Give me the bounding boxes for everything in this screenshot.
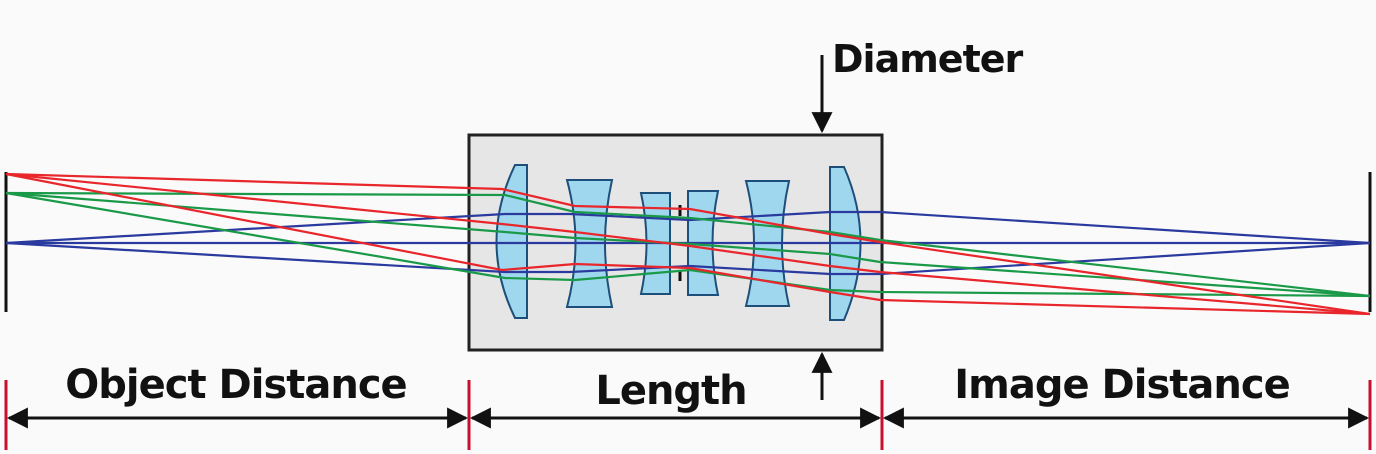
ray-red-3 — [5, 172, 1371, 316]
ray-green-2 — [5, 191, 1371, 298]
rays-green — [5, 191, 1371, 298]
ray-green-3 — [5, 191, 1371, 298]
length-label: Length — [595, 368, 746, 414]
ray-blue-1 — [5, 210, 1371, 245]
ray-green-1 — [5, 191, 1371, 298]
dimension-ticks — [4, 380, 1372, 450]
diameter-label: Diameter — [832, 37, 1024, 81]
image-distance-label: Image Distance — [954, 362, 1289, 408]
rays-red — [5, 172, 1371, 316]
object-distance-label: Object Distance — [65, 362, 406, 408]
ray-red-1 — [5, 172, 1371, 316]
ray-blue-2 — [5, 241, 1371, 276]
ray-red-2 — [5, 172, 1371, 316]
